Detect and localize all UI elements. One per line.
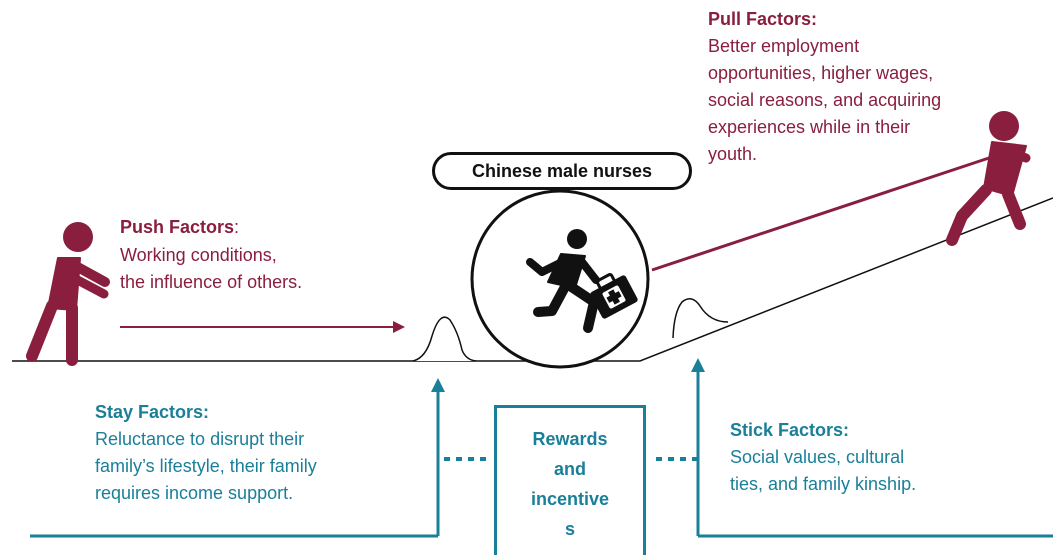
stick-heading: Stick Factors: xyxy=(730,420,850,440)
stay-heading: Stay Factors: xyxy=(95,402,210,422)
pull-line: Better employment xyxy=(708,36,860,56)
migration-diagram xyxy=(12,111,1053,538)
push-heading-colon: : xyxy=(234,217,240,237)
rewards-box: Rewards and incentive s xyxy=(494,405,646,555)
rewards-line: s xyxy=(564,519,575,539)
ground-line xyxy=(12,197,1053,362)
push-factors-block: Push Factors: Working conditions, the in… xyxy=(120,214,302,296)
medical-kit-icon xyxy=(590,273,638,319)
stay-line: family’s lifestyle, their family xyxy=(95,456,317,476)
pull-line: youth. xyxy=(708,144,758,164)
stick-factors-block: Stick Factors: Social values, cultural t… xyxy=(730,417,916,498)
pull-line: social reasons, and acquiring xyxy=(708,90,942,110)
pull-rope xyxy=(651,149,1011,272)
rewards-line: and xyxy=(553,459,586,479)
left-bump xyxy=(412,316,477,362)
pull-factors-block: Pull Factors: Better employment opportun… xyxy=(708,6,941,168)
pushing-person-icon xyxy=(26,222,110,366)
stick-line: ties, and family kinship. xyxy=(730,474,917,494)
right-bump xyxy=(672,298,729,339)
pull-heading: Pull Factors: xyxy=(708,9,818,29)
stay-factors-block: Stay Factors: Reluctance to disrupt thei… xyxy=(95,399,317,507)
push-line: the influence of others. xyxy=(120,272,303,292)
pulling-person-icon xyxy=(946,111,1031,246)
push-heading: Push Factors xyxy=(120,217,235,237)
stay-line: requires income support. xyxy=(95,483,294,503)
pull-line: opportunities, higher wages, xyxy=(708,63,934,83)
rewards-line: incentive xyxy=(530,489,610,509)
pull-line: experiences while in their xyxy=(708,117,911,137)
stick-line: Social values, cultural xyxy=(730,447,905,467)
rewards-line: Rewards xyxy=(532,429,608,449)
stay-line: Reluctance to disrupt their xyxy=(95,429,305,449)
running-nurse-icon xyxy=(526,229,600,333)
subject-label: Chinese male nurses xyxy=(432,152,692,190)
push-line: Working conditions, xyxy=(120,245,277,265)
